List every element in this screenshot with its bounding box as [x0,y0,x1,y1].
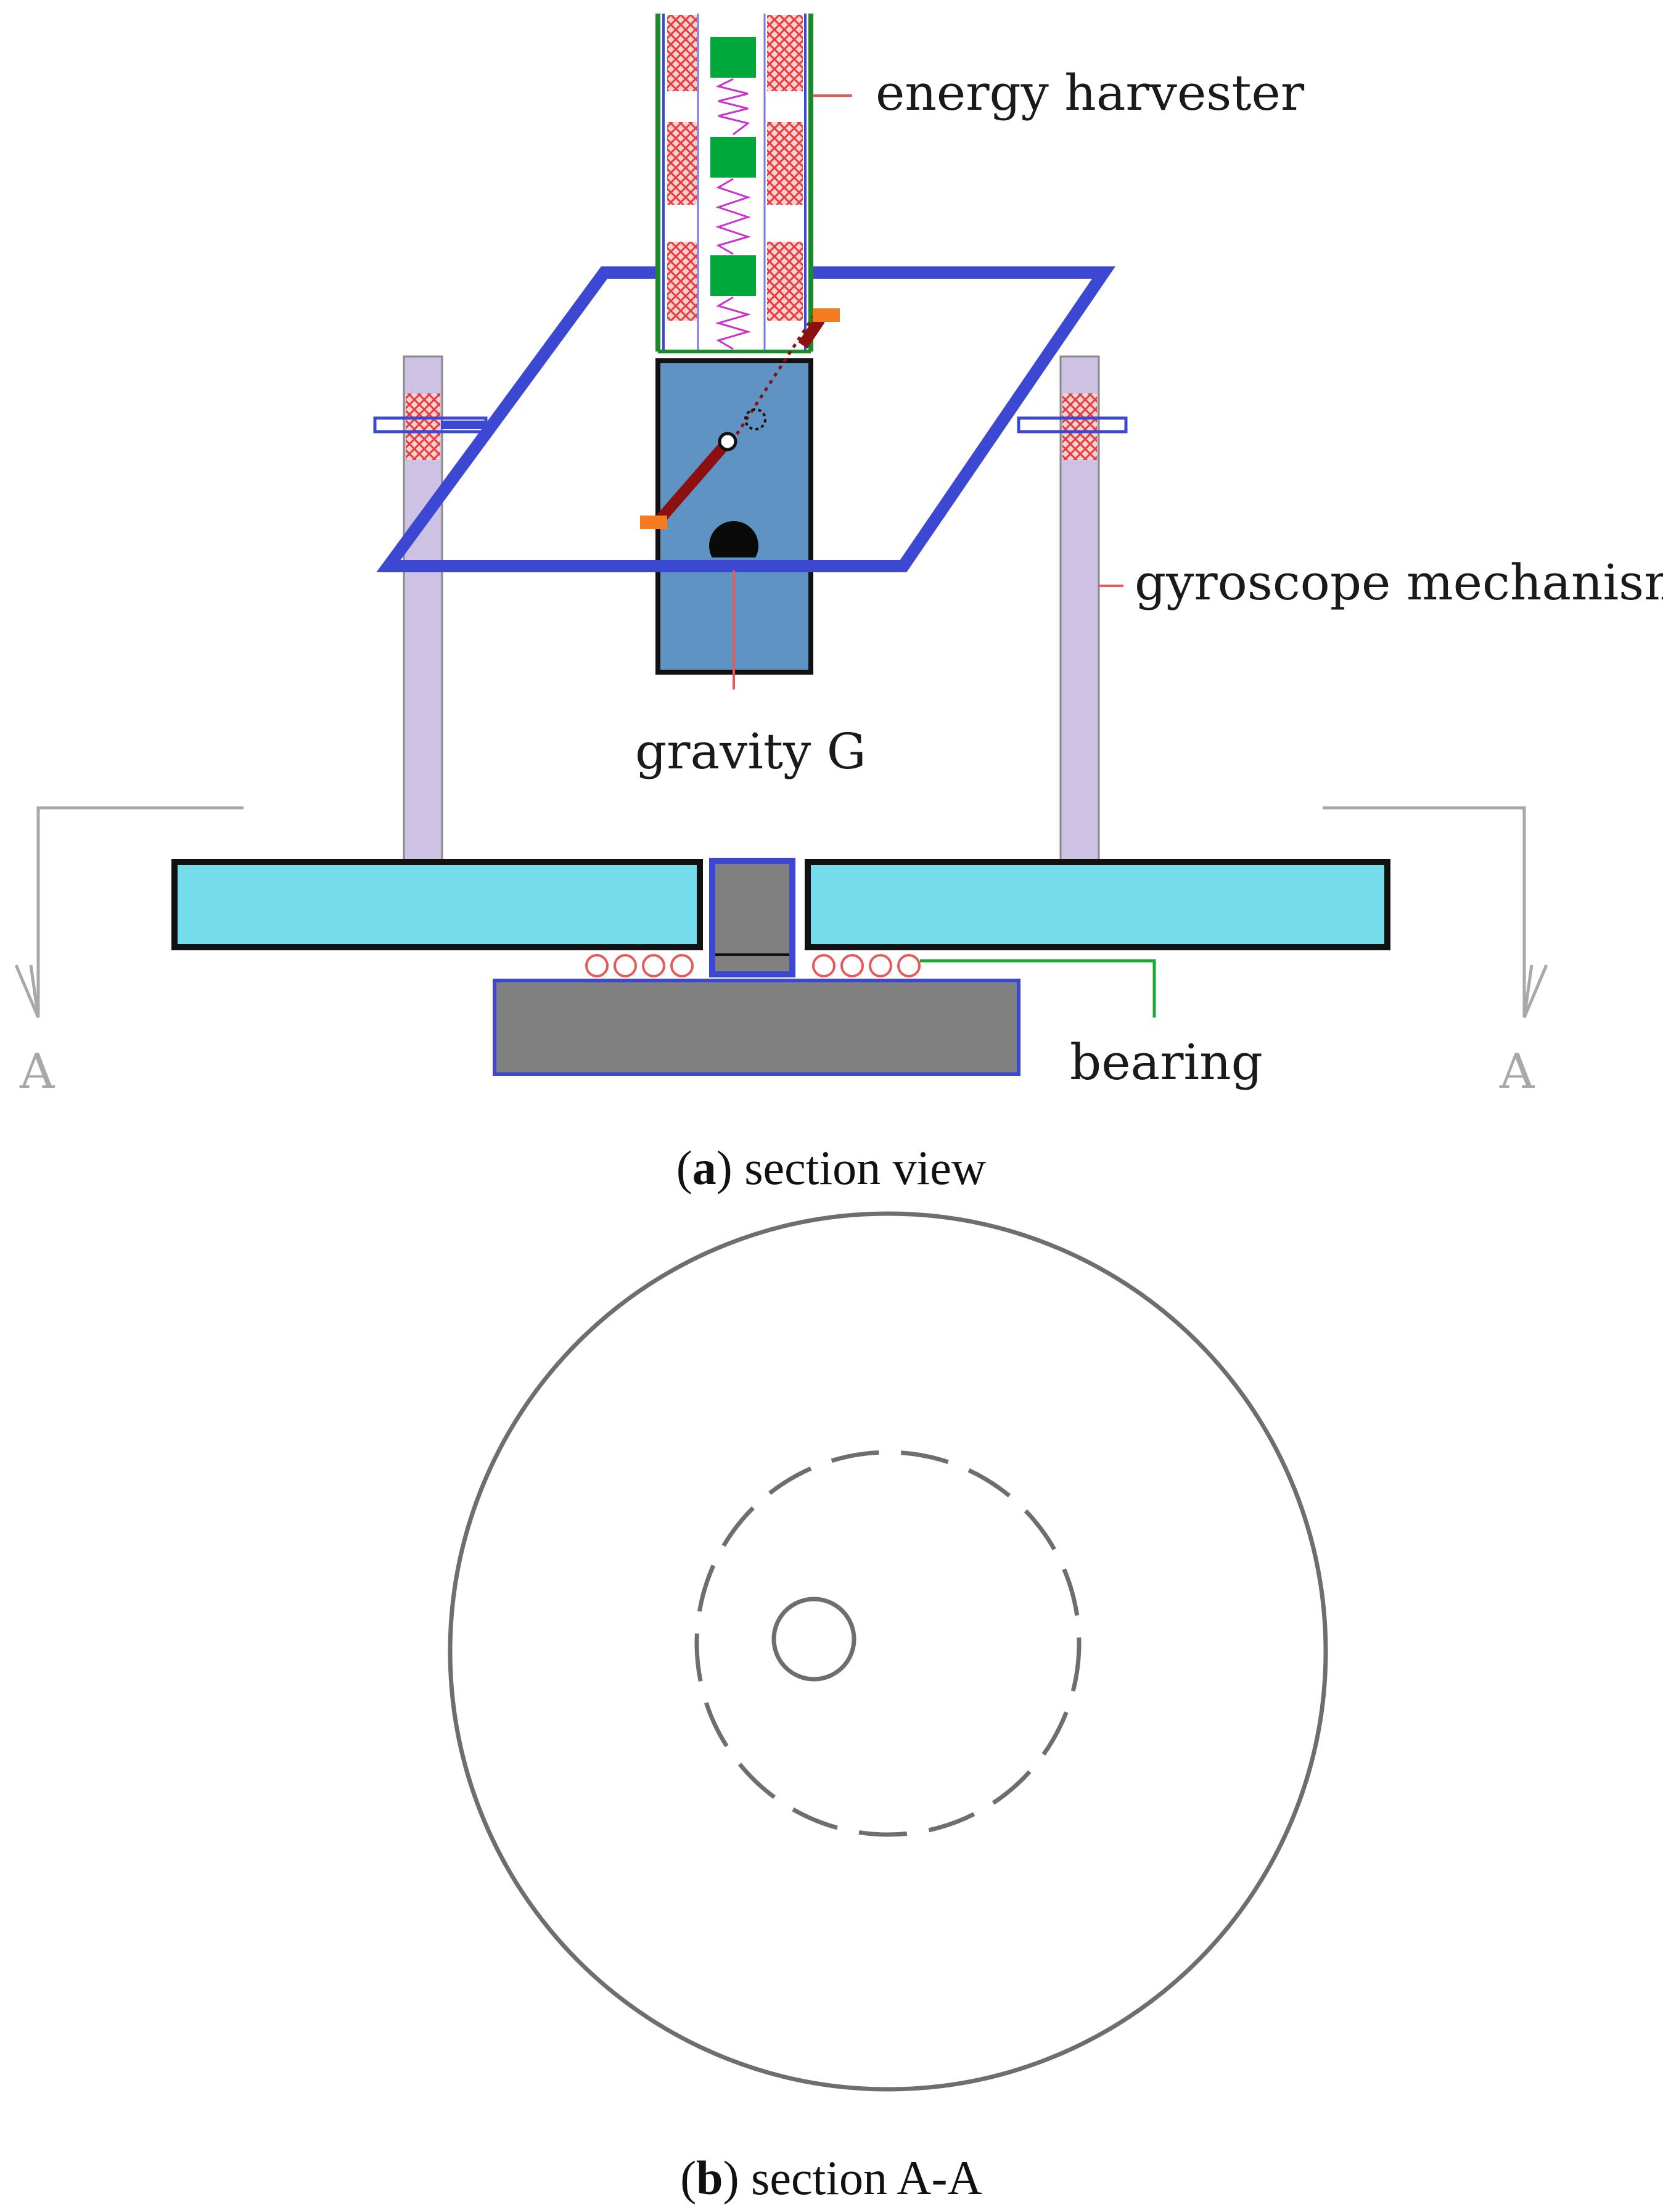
section-line-right [1323,806,1548,1018]
coil-left-2 [667,122,697,205]
magnet-2 [710,137,756,178]
spring-3 [715,296,752,350]
right-post-bearing [1062,393,1097,460]
section-label-right: A [1499,1044,1535,1100]
linkage-rod [640,308,840,529]
section-line-left [14,806,244,1018]
section-label-left: A [19,1044,55,1100]
rotor-disk-right [805,859,1390,950]
left-post-bearing [406,393,440,460]
bearing-balls [585,954,921,977]
shaft-circle [771,1597,856,1682]
spring-2 [715,178,752,255]
panel-b-section-aa: (b) section A-A [448,1211,1328,2205]
gravity-label: gravity G [635,723,866,780]
energy-harvester [655,14,813,353]
panel-a-section-view: energy harvester gyroscope mechanism gra… [14,14,1663,1194]
caption-b-text: section A-A [751,2151,982,2205]
bearing-leader [920,959,1156,1018]
right-axle-stub [1017,416,1128,434]
caption-b-letter: b [696,2151,723,2205]
coil-right-2 [767,122,803,205]
coil-right-1 [767,15,803,91]
coil-right-3 [767,242,803,321]
linkage-pin-lower [640,516,667,529]
rotor-disk-left [171,859,703,950]
spring-1 [715,78,750,136]
magnet-1 [710,37,756,78]
linkage-pin-upper [813,308,840,322]
gimbal-frame [376,266,1115,572]
caption-b: (b) section A-A [680,2151,982,2205]
base-block [493,979,1020,1076]
energy-harvester-label: energy harvester [876,64,1305,121]
bearing-ring-dashed [694,1450,1082,1837]
caption-a-text: section view [744,1141,986,1194]
coil-left-1 [667,15,697,91]
gyroscope-mechanism-label: gyroscope mechanism [1135,554,1663,611]
linkage-pivot-ghost [744,408,766,430]
linkage-pivot [718,432,737,451]
magnet-3 [710,255,756,296]
central-shaft [709,858,795,977]
caption-a-letter: a [692,1141,717,1194]
caption-a: (a) section view [676,1141,987,1194]
coil-left-3 [667,242,697,321]
bearing-label: bearing [1070,1034,1263,1091]
outer-disk-circle [448,1211,1328,2092]
